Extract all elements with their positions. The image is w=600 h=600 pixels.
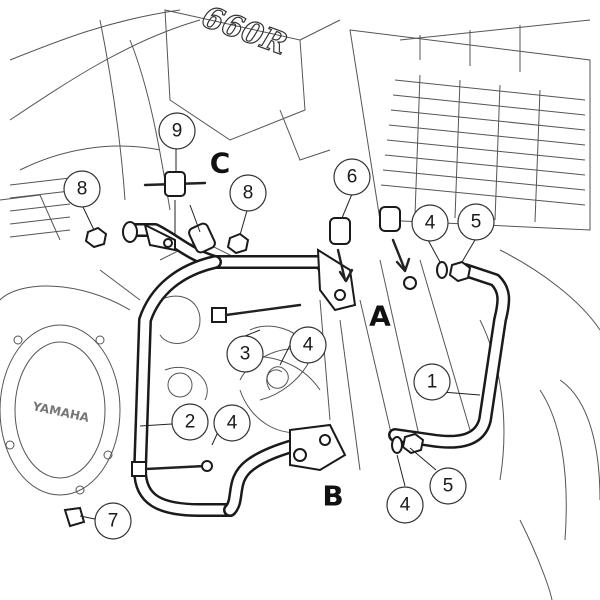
callout-number: 5	[471, 212, 482, 233]
callout-4-lower: 4	[386, 486, 424, 524]
callout-number: 6	[347, 167, 358, 188]
engine-side-cover	[0, 285, 131, 496]
mount-point-letter-b: B	[322, 480, 343, 513]
callout-3: 3	[226, 335, 264, 373]
callout-1: 1	[413, 363, 451, 401]
mount-point-letter-a: A	[369, 300, 391, 333]
callout-number: 1	[427, 372, 438, 393]
callout-number: 8	[77, 179, 88, 200]
callouts: 9 8 8 6 4 5 3 4 1 2 4 5 4 7	[63, 112, 495, 540]
model-badge: 660R	[197, 0, 291, 62]
engine-brand-label: YAMAHA	[30, 399, 91, 425]
callout-7: 7	[94, 502, 132, 540]
callout-number: 4	[303, 335, 314, 356]
callout-number: 4	[425, 213, 436, 234]
callout-4-center: 4	[289, 326, 327, 364]
callout-number: 7	[108, 511, 119, 532]
callout-number: 5	[443, 476, 454, 497]
callout-4-lower-left: 4	[213, 404, 251, 442]
callout-6: 6	[333, 158, 371, 196]
callout-8-left: 8	[63, 170, 101, 208]
mount-point-letter-c: C	[210, 147, 231, 180]
motorcycle-sketch	[0, 9, 600, 600]
callout-number: 4	[227, 413, 238, 434]
callout-5-lower: 5	[429, 467, 467, 505]
callout-number: 4	[400, 495, 411, 516]
engine-fins	[9, 177, 71, 238]
radiator-grille	[349, 19, 591, 231]
callout-number: 2	[185, 412, 196, 433]
callout-number: 9	[172, 121, 183, 142]
callout-number: 3	[240, 344, 251, 365]
leader-lines	[79, 149, 481, 521]
callout-2: 2	[171, 403, 209, 441]
callout-5-upper: 5	[457, 203, 495, 241]
small-parts	[63, 171, 472, 528]
callout-number: 8	[243, 183, 254, 204]
callout-9: 9	[158, 112, 196, 150]
callout-4-upper-right: 4	[411, 204, 449, 242]
callout-8-right: 8	[229, 174, 267, 212]
